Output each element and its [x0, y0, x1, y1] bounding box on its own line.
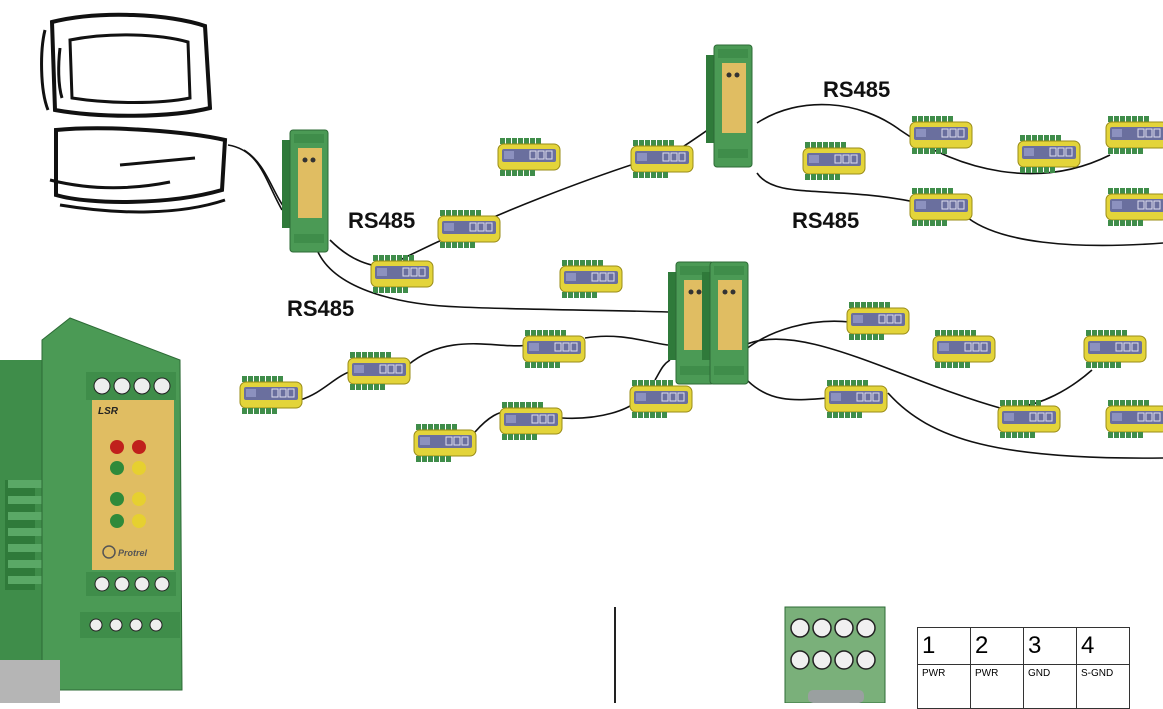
module	[909, 187, 973, 227]
terminal-block	[784, 606, 886, 703]
module	[370, 254, 434, 294]
computer-icon	[40, 12, 228, 214]
module	[347, 351, 411, 391]
module	[239, 375, 303, 415]
module	[932, 329, 996, 369]
pin-signal: S-GND	[1076, 664, 1130, 709]
module	[802, 141, 866, 181]
hub-device-top	[705, 44, 753, 168]
module	[559, 259, 623, 299]
device-model-label: LSR	[98, 406, 119, 417]
module	[629, 379, 693, 419]
rs485-label: RS485	[287, 296, 355, 321]
module	[1105, 187, 1163, 227]
module	[1017, 134, 1081, 174]
device-brand-label: Protrel	[118, 548, 148, 558]
module	[437, 209, 501, 249]
lsr-device: LSR Protrel	[0, 317, 183, 703]
pin-table: 1 2 3 4 PWR PWR GND S-GND	[917, 627, 1130, 709]
pin-signal: PWR	[917, 664, 971, 709]
module	[630, 139, 694, 179]
pin-number: 1	[917, 627, 971, 665]
module	[497, 137, 561, 177]
pin-signal: GND	[1023, 664, 1077, 709]
pin-signal: PWR	[970, 664, 1024, 709]
module	[499, 401, 563, 441]
module	[413, 423, 477, 463]
module	[997, 399, 1061, 439]
pin-number: 2	[970, 627, 1024, 665]
module	[824, 379, 888, 419]
module	[1105, 115, 1163, 155]
pin-number: 3	[1023, 627, 1077, 665]
pin-number: 4	[1076, 627, 1130, 665]
divider-line	[614, 607, 616, 703]
module	[522, 329, 586, 369]
hub-device-center	[667, 261, 749, 385]
module	[909, 115, 973, 155]
rs485-label: RS485	[823, 77, 891, 102]
hub-device-left	[281, 129, 329, 253]
module	[1105, 399, 1163, 439]
rs485-label: RS485	[348, 208, 416, 233]
module	[846, 301, 910, 341]
rs485-label: RS485	[792, 208, 860, 233]
module	[1083, 329, 1147, 369]
